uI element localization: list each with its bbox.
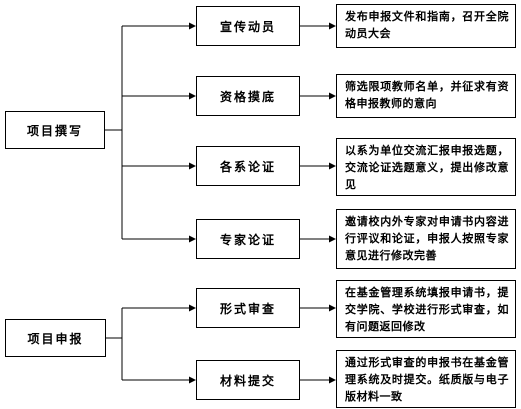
- step-box-5: 形式审查: [196, 288, 300, 328]
- note-text-5: 在基金管理系统填报申请书，提交学院、学校进行形式审查，如有问题返回修改: [345, 286, 509, 333]
- arrowhead-note-4: [329, 235, 336, 243]
- arrowhead-note-3: [329, 162, 336, 170]
- group-label-application: 项目申报: [27, 331, 84, 346]
- arrowhead-step-1: [189, 22, 196, 30]
- note-box-1: 发布申报文件和指南，召开全院动员大会: [336, 4, 516, 48]
- arrowhead-step-2: [189, 92, 196, 100]
- note-text-6: 通过形式审查的申报书在基金管理系统及时提交。纸质版与电子版材料一致: [345, 356, 509, 403]
- step-box-4: 专家论证: [196, 219, 300, 259]
- note-box-4: 邀请校内外专家对申请书内容进行评议和论证，申报人按照专家意见进行修改完善: [336, 209, 516, 269]
- step-label-3: 各系论证: [219, 159, 276, 174]
- group-box-writing: 项目撰写: [5, 111, 105, 149]
- arrowhead-note-1: [329, 22, 336, 30]
- arrowhead-note-5: [329, 304, 336, 312]
- step-box-3: 各系论证: [196, 146, 300, 186]
- arrowhead-step-3: [189, 162, 196, 170]
- step-box-6: 材料提交: [196, 360, 300, 400]
- arrowhead-note-2: [329, 92, 336, 100]
- note-box-3: 以系为单位交流汇报申报选题，交流论证选题意义，提出修改意见: [336, 138, 516, 196]
- note-text-2: 筛选限项教师名单，并征求有资格申报教师的意向: [345, 80, 509, 110]
- step-label-1: 宣传动员: [219, 19, 276, 34]
- arrowhead-step-4: [189, 235, 196, 243]
- group-label-writing: 项目撰写: [26, 123, 83, 138]
- note-text-1: 发布申报文件和指南，召开全院动员大会: [345, 10, 509, 40]
- note-text-3: 以系为单位交流汇报申报选题，交流论证选题意义，提出修改意见: [345, 144, 509, 191]
- step-label-2: 资格摸底: [219, 89, 276, 104]
- arrowhead-step-6: [189, 376, 196, 384]
- step-box-1: 宣传动员: [196, 6, 300, 46]
- note-text-4: 邀请校内外专家对申请书内容进行评议和论证，申报人按照专家意见进行修改完善: [345, 215, 509, 262]
- step-label-5: 形式审查: [219, 301, 276, 316]
- note-box-5: 在基金管理系统填报申请书，提交学院、学校进行形式审查，如有问题返回修改: [336, 280, 516, 338]
- note-box-6: 通过形式审查的申报书在基金管理系统及时提交。纸质版与电子版材料一致: [336, 350, 516, 408]
- step-label-6: 材料提交: [219, 373, 276, 388]
- arrowhead-note-6: [329, 376, 336, 384]
- arrowhead-step-5: [189, 304, 196, 312]
- group-box-application: 项目申报: [5, 319, 106, 357]
- step-box-2: 资格摸底: [196, 76, 300, 116]
- step-label-4: 专家论证: [219, 232, 276, 247]
- note-box-2: 筛选限项教师名单，并征求有资格申报教师的意向: [336, 74, 516, 118]
